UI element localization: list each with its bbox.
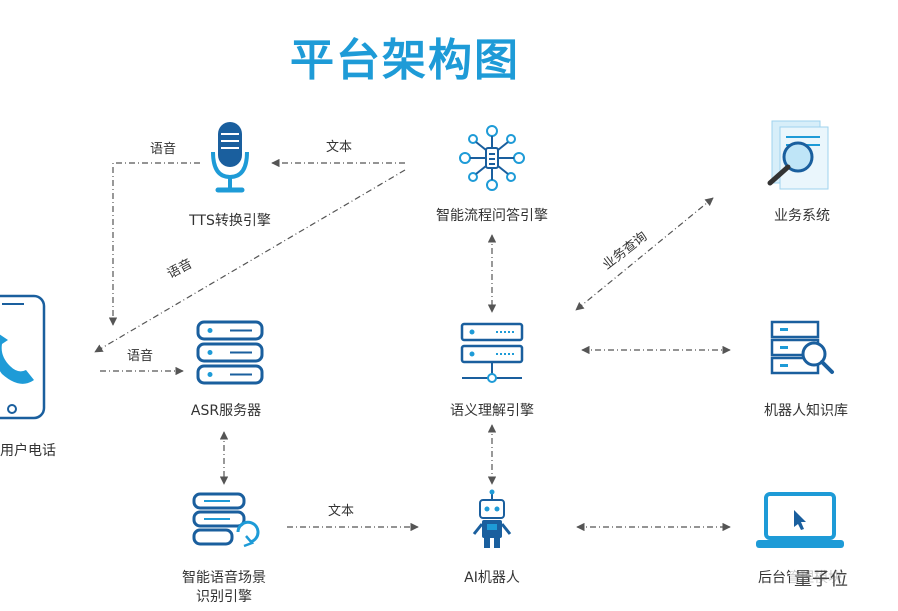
- node-label-asr: ASR服务器: [190, 403, 262, 419]
- phone-icon: [0, 294, 46, 420]
- node-label-knowledge: 机器人知识库: [764, 403, 848, 419]
- robot-icon: [472, 489, 512, 548]
- node-label-flow-qa: 智能流程问答引擎: [436, 208, 548, 224]
- server-icon: [196, 320, 264, 385]
- node-label-scene-line2: 识别引擎: [196, 589, 252, 605]
- server-refresh-icon: [192, 492, 260, 548]
- diagram-title: 平台架构图: [290, 35, 520, 86]
- microphone-icon: [211, 122, 249, 193]
- node-label-robot: AI机器人: [464, 570, 520, 586]
- network-icon: [459, 125, 525, 191]
- node-label-business: 业务系统: [774, 208, 830, 224]
- laptop-icon: [756, 492, 844, 548]
- edge-flow-to-phone: [94, 169, 406, 353]
- edge-label-tts-to-phone: 语音: [150, 142, 177, 157]
- edge-business-semantic: [575, 197, 714, 311]
- watermark: 量子位: [790, 565, 852, 591]
- server-network-icon: [460, 322, 524, 383]
- node-label-semantic: 语义理解引擎: [450, 403, 534, 419]
- edge-label-scene-to-robot: 文本: [328, 504, 355, 519]
- node-label-phone: 用户电话: [0, 443, 56, 459]
- edge-label-phone-to-asr: 语音: [127, 349, 154, 364]
- node-label-tts: TTS转换引擎: [189, 213, 271, 229]
- edge-label-flow-to-tts: 文本: [326, 140, 353, 155]
- node-label-scene-line1: 智能语音场景: [182, 570, 266, 586]
- database-search-icon: [770, 320, 834, 375]
- document-search-icon: [767, 120, 829, 190]
- edge-tts-to-phone: [108, 162, 200, 326]
